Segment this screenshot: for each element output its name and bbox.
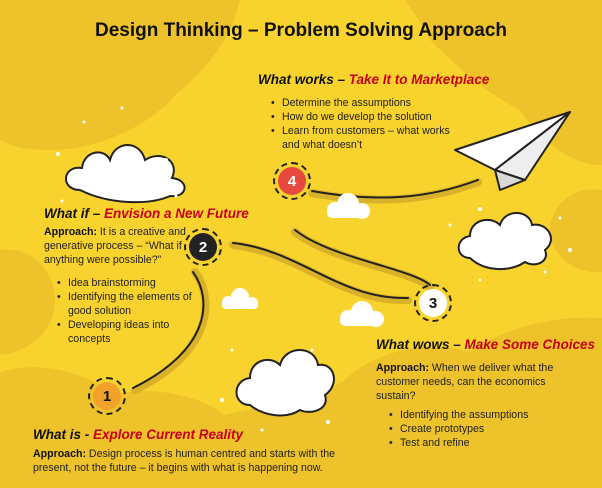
approach-label: Approach: bbox=[44, 226, 97, 238]
step4-bullets: Determine the assumptions How do we deve… bbox=[270, 96, 457, 152]
step2-title: Envision a New Future bbox=[104, 206, 249, 221]
approach-text: When we deliver what the customer needs,… bbox=[376, 362, 554, 402]
list-item: How do we develop the solution bbox=[271, 110, 457, 124]
step3-heading: What wows – Make Some Choices bbox=[376, 337, 595, 352]
cloud-icon bbox=[235, 349, 335, 417]
sparkles bbox=[56, 106, 572, 432]
step3-marker: 3 bbox=[414, 284, 452, 322]
step1-number: 1 bbox=[93, 382, 121, 410]
page-title: Design Thinking – Problem Solving Approa… bbox=[94, 20, 508, 41]
step3-number: 3 bbox=[419, 289, 447, 317]
step1-prefix: What is - bbox=[33, 427, 93, 442]
approach-text: Design process is human centred and star… bbox=[33, 448, 336, 474]
step4-prefix: What works – bbox=[258, 72, 349, 87]
step4-number: 4 bbox=[278, 167, 306, 195]
step2-heading: What if – Envision a New Future bbox=[44, 206, 249, 221]
list-item: Developing ideas into concepts bbox=[57, 318, 198, 346]
step1-title: Explore Current Reality bbox=[93, 427, 244, 442]
cloud-icon bbox=[65, 144, 186, 204]
approach-text: It is a creative and generative process … bbox=[44, 226, 186, 266]
step3-approach: Approach: When we deliver what the custo… bbox=[376, 361, 561, 403]
list-item: Test and refine bbox=[389, 436, 590, 450]
step2-prefix: What if – bbox=[44, 206, 104, 221]
list-item: Identifying the elements of good solutio… bbox=[57, 290, 198, 318]
list-item: Learn from customers – what works and wh… bbox=[271, 124, 457, 152]
list-item: Identifying the assumptions bbox=[389, 408, 590, 422]
small-clouds bbox=[222, 193, 384, 327]
step3-title: Make Some Choices bbox=[464, 337, 596, 352]
step2-marker: 2 bbox=[184, 228, 222, 266]
step3-bullets: Identifying the assumptions Create proto… bbox=[388, 408, 590, 450]
step4-heading: What works – Take It to Marketplace bbox=[258, 72, 489, 87]
step4-title: Take It to Marketplace bbox=[348, 72, 490, 87]
approach-label: Approach: bbox=[376, 362, 429, 374]
list-item: Create prototypes bbox=[389, 422, 590, 436]
step2-bullets: Idea brainstorming Identifying the eleme… bbox=[56, 276, 198, 346]
step3-prefix: What wows – bbox=[376, 337, 465, 352]
approach-label: Approach: bbox=[33, 448, 86, 460]
paper-plane-icon bbox=[454, 111, 571, 191]
step1-approach: Approach: Design process is human centre… bbox=[33, 447, 353, 475]
step2-number: 2 bbox=[189, 233, 217, 261]
step2-approach: Approach: It is a creative and generativ… bbox=[44, 225, 189, 267]
list-item: Idea brainstorming bbox=[57, 276, 198, 290]
cloud-icon bbox=[457, 212, 552, 270]
path-lines bbox=[131, 178, 482, 394]
step1-heading: What is - Explore Current Reality bbox=[33, 427, 243, 442]
step4-marker: 4 bbox=[273, 162, 311, 200]
list-item: Determine the assumptions bbox=[271, 96, 457, 110]
step1-marker: 1 bbox=[88, 377, 126, 415]
